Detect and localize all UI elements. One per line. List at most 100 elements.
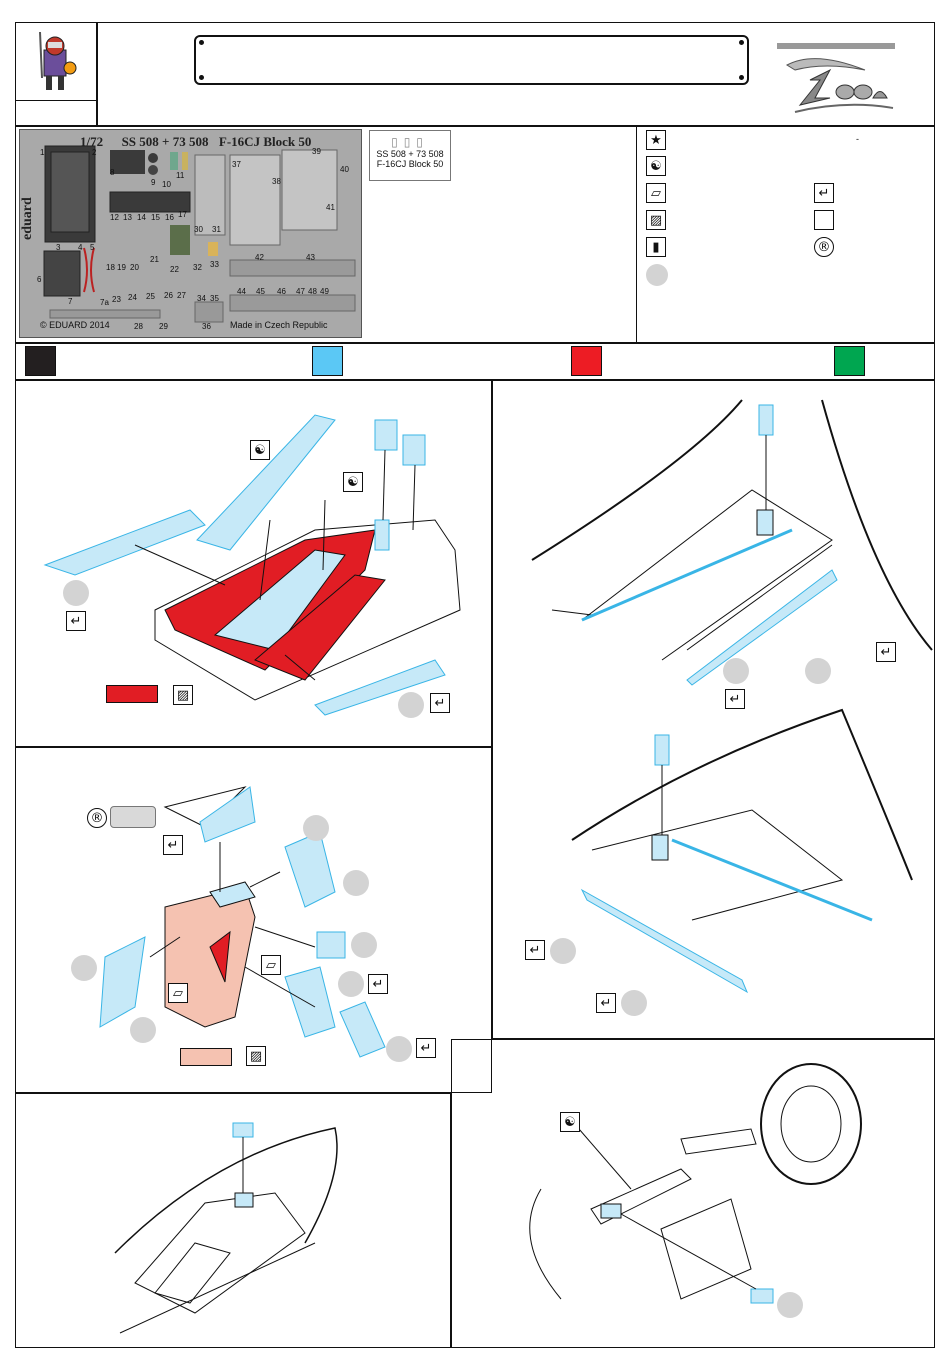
svg-text:47: 47	[296, 287, 305, 296]
svg-text:12: 12	[110, 213, 119, 222]
svg-text:19: 19	[117, 263, 126, 272]
step-panel-gear	[451, 1039, 935, 1348]
svg-text:17: 17	[178, 210, 187, 219]
part-number-bullet	[71, 955, 97, 981]
color-swatch-red	[571, 346, 602, 376]
step-panel-wheel-well	[492, 380, 935, 1039]
sanding-icon: ▱	[646, 183, 666, 203]
yin-yang-icon: ☯	[250, 440, 270, 460]
svg-text:10: 10	[162, 180, 171, 189]
svg-text:13: 13	[123, 213, 132, 222]
yin-yang-icon: ☯	[560, 1112, 580, 1132]
grey-placeholder	[110, 806, 156, 828]
rivet-icon	[739, 75, 744, 80]
svg-text:40: 40	[340, 165, 349, 174]
svg-text:7a: 7a	[100, 298, 109, 307]
cockpit-diagram	[43, 414, 461, 716]
svg-text:34: 34	[197, 294, 206, 303]
part-number-bullet	[63, 580, 89, 606]
sanding-icon: ▱	[261, 955, 281, 975]
svg-text:22: 22	[170, 265, 179, 274]
blank-box-icon	[814, 210, 834, 230]
svg-text:26: 26	[164, 291, 173, 300]
bend-arrow-icon: ↵	[876, 642, 896, 662]
color-swatch-salmon	[180, 1048, 232, 1066]
svg-text:32: 32	[193, 263, 202, 272]
part-number-bullet	[646, 264, 668, 286]
svg-text:42: 42	[255, 253, 264, 262]
bend-arrow-icon: ↵	[430, 693, 450, 713]
svg-text:8: 8	[110, 168, 115, 177]
svg-text:24: 24	[128, 293, 137, 302]
svg-text:3: 3	[56, 243, 61, 252]
svg-text:38: 38	[272, 177, 281, 186]
gear-diagram	[529, 1063, 862, 1304]
sanding-icon: ▱	[168, 983, 188, 1003]
color-swatch-green	[834, 346, 865, 376]
svg-text:25: 25	[146, 292, 155, 301]
sheet-made-in: Made in Czech Republic	[230, 320, 328, 330]
svg-text:28: 28	[134, 322, 143, 331]
svg-text:36: 36	[202, 322, 211, 331]
sheet-scale: 1/72	[80, 134, 104, 149]
step-panel-seat	[15, 747, 492, 1093]
svg-text:7: 7	[68, 297, 73, 306]
sheet-copyright: © EDUARD 2014	[40, 320, 110, 330]
svg-text:18: 18	[106, 263, 115, 272]
svg-text:46: 46	[277, 287, 286, 296]
header-frame	[97, 22, 935, 126]
title-plate	[194, 35, 749, 85]
svg-text:20: 20	[130, 263, 139, 272]
color-swatch-light-blue	[312, 346, 343, 376]
product-code: SS 508 + 73 508	[376, 149, 444, 159]
registered-icon: ®	[814, 237, 834, 257]
svg-text:49: 49	[320, 287, 329, 296]
part-number-bullet	[621, 990, 647, 1016]
svg-text:37: 37	[232, 160, 241, 169]
rivet-icon	[199, 75, 204, 80]
canopy-diagram	[114, 1122, 338, 1334]
yin-yang-icon: ☯	[646, 156, 666, 176]
bend-arrow-icon: ↵	[814, 183, 834, 203]
drill-icon: ▮	[646, 237, 666, 257]
part-number-bullet	[723, 658, 749, 684]
svg-text:4: 4	[78, 243, 83, 252]
rivet-icon	[739, 40, 744, 45]
fret-parts: 1 2 3 4 5 6 7 7a 8 9 10 11 12 13 14 15 1…	[37, 145, 356, 331]
svg-text:48: 48	[308, 287, 317, 296]
part-number-bullet	[338, 971, 364, 997]
wheel-well-diagram	[531, 399, 933, 994]
hatch-icon: ▨	[646, 210, 666, 230]
sheet-title: F-16CJ Block 50	[218, 134, 312, 149]
mascot-logo	[30, 28, 80, 98]
part-number-bullet	[303, 815, 329, 841]
registered-icon: ®	[87, 808, 107, 828]
svg-text:31: 31	[212, 225, 221, 234]
part-number-bullet	[130, 1017, 156, 1043]
sheet-row-frame	[15, 126, 935, 343]
bend-arrow-icon: ↵	[596, 993, 616, 1013]
svg-text:29: 29	[159, 322, 168, 331]
legend-panel: ★ ☯ ▱ ▨ ▮ - ↵ ®	[646, 130, 926, 290]
svg-text:41: 41	[326, 203, 335, 212]
bend-arrow-icon: ↵	[66, 611, 86, 631]
svg-text:1: 1	[40, 148, 45, 157]
bend-arrow-icon: ↵	[725, 689, 745, 709]
product-title: F-16CJ Block 50	[376, 159, 444, 169]
yin-yang-icon: ☯	[343, 472, 363, 492]
sheet-code: SS 508 + 73 508	[121, 134, 209, 149]
svg-text:43: 43	[306, 253, 315, 262]
color-strip	[15, 343, 935, 380]
logo-frame	[15, 22, 97, 126]
svg-text:45: 45	[256, 287, 265, 296]
star-icon: ★	[646, 130, 666, 150]
color-swatch-red	[106, 685, 158, 703]
zoom-logo	[775, 40, 900, 120]
product-box: ▯▯▯ SS 508 + 73 508 F-16CJ Block 50	[369, 130, 451, 181]
svg-text:6: 6	[37, 275, 42, 284]
svg-text:16: 16	[165, 213, 174, 222]
svg-text:15: 15	[151, 213, 160, 222]
svg-text:30: 30	[194, 225, 203, 234]
hatch-icon: ▨	[173, 685, 193, 705]
part-number-bullet	[398, 692, 424, 718]
